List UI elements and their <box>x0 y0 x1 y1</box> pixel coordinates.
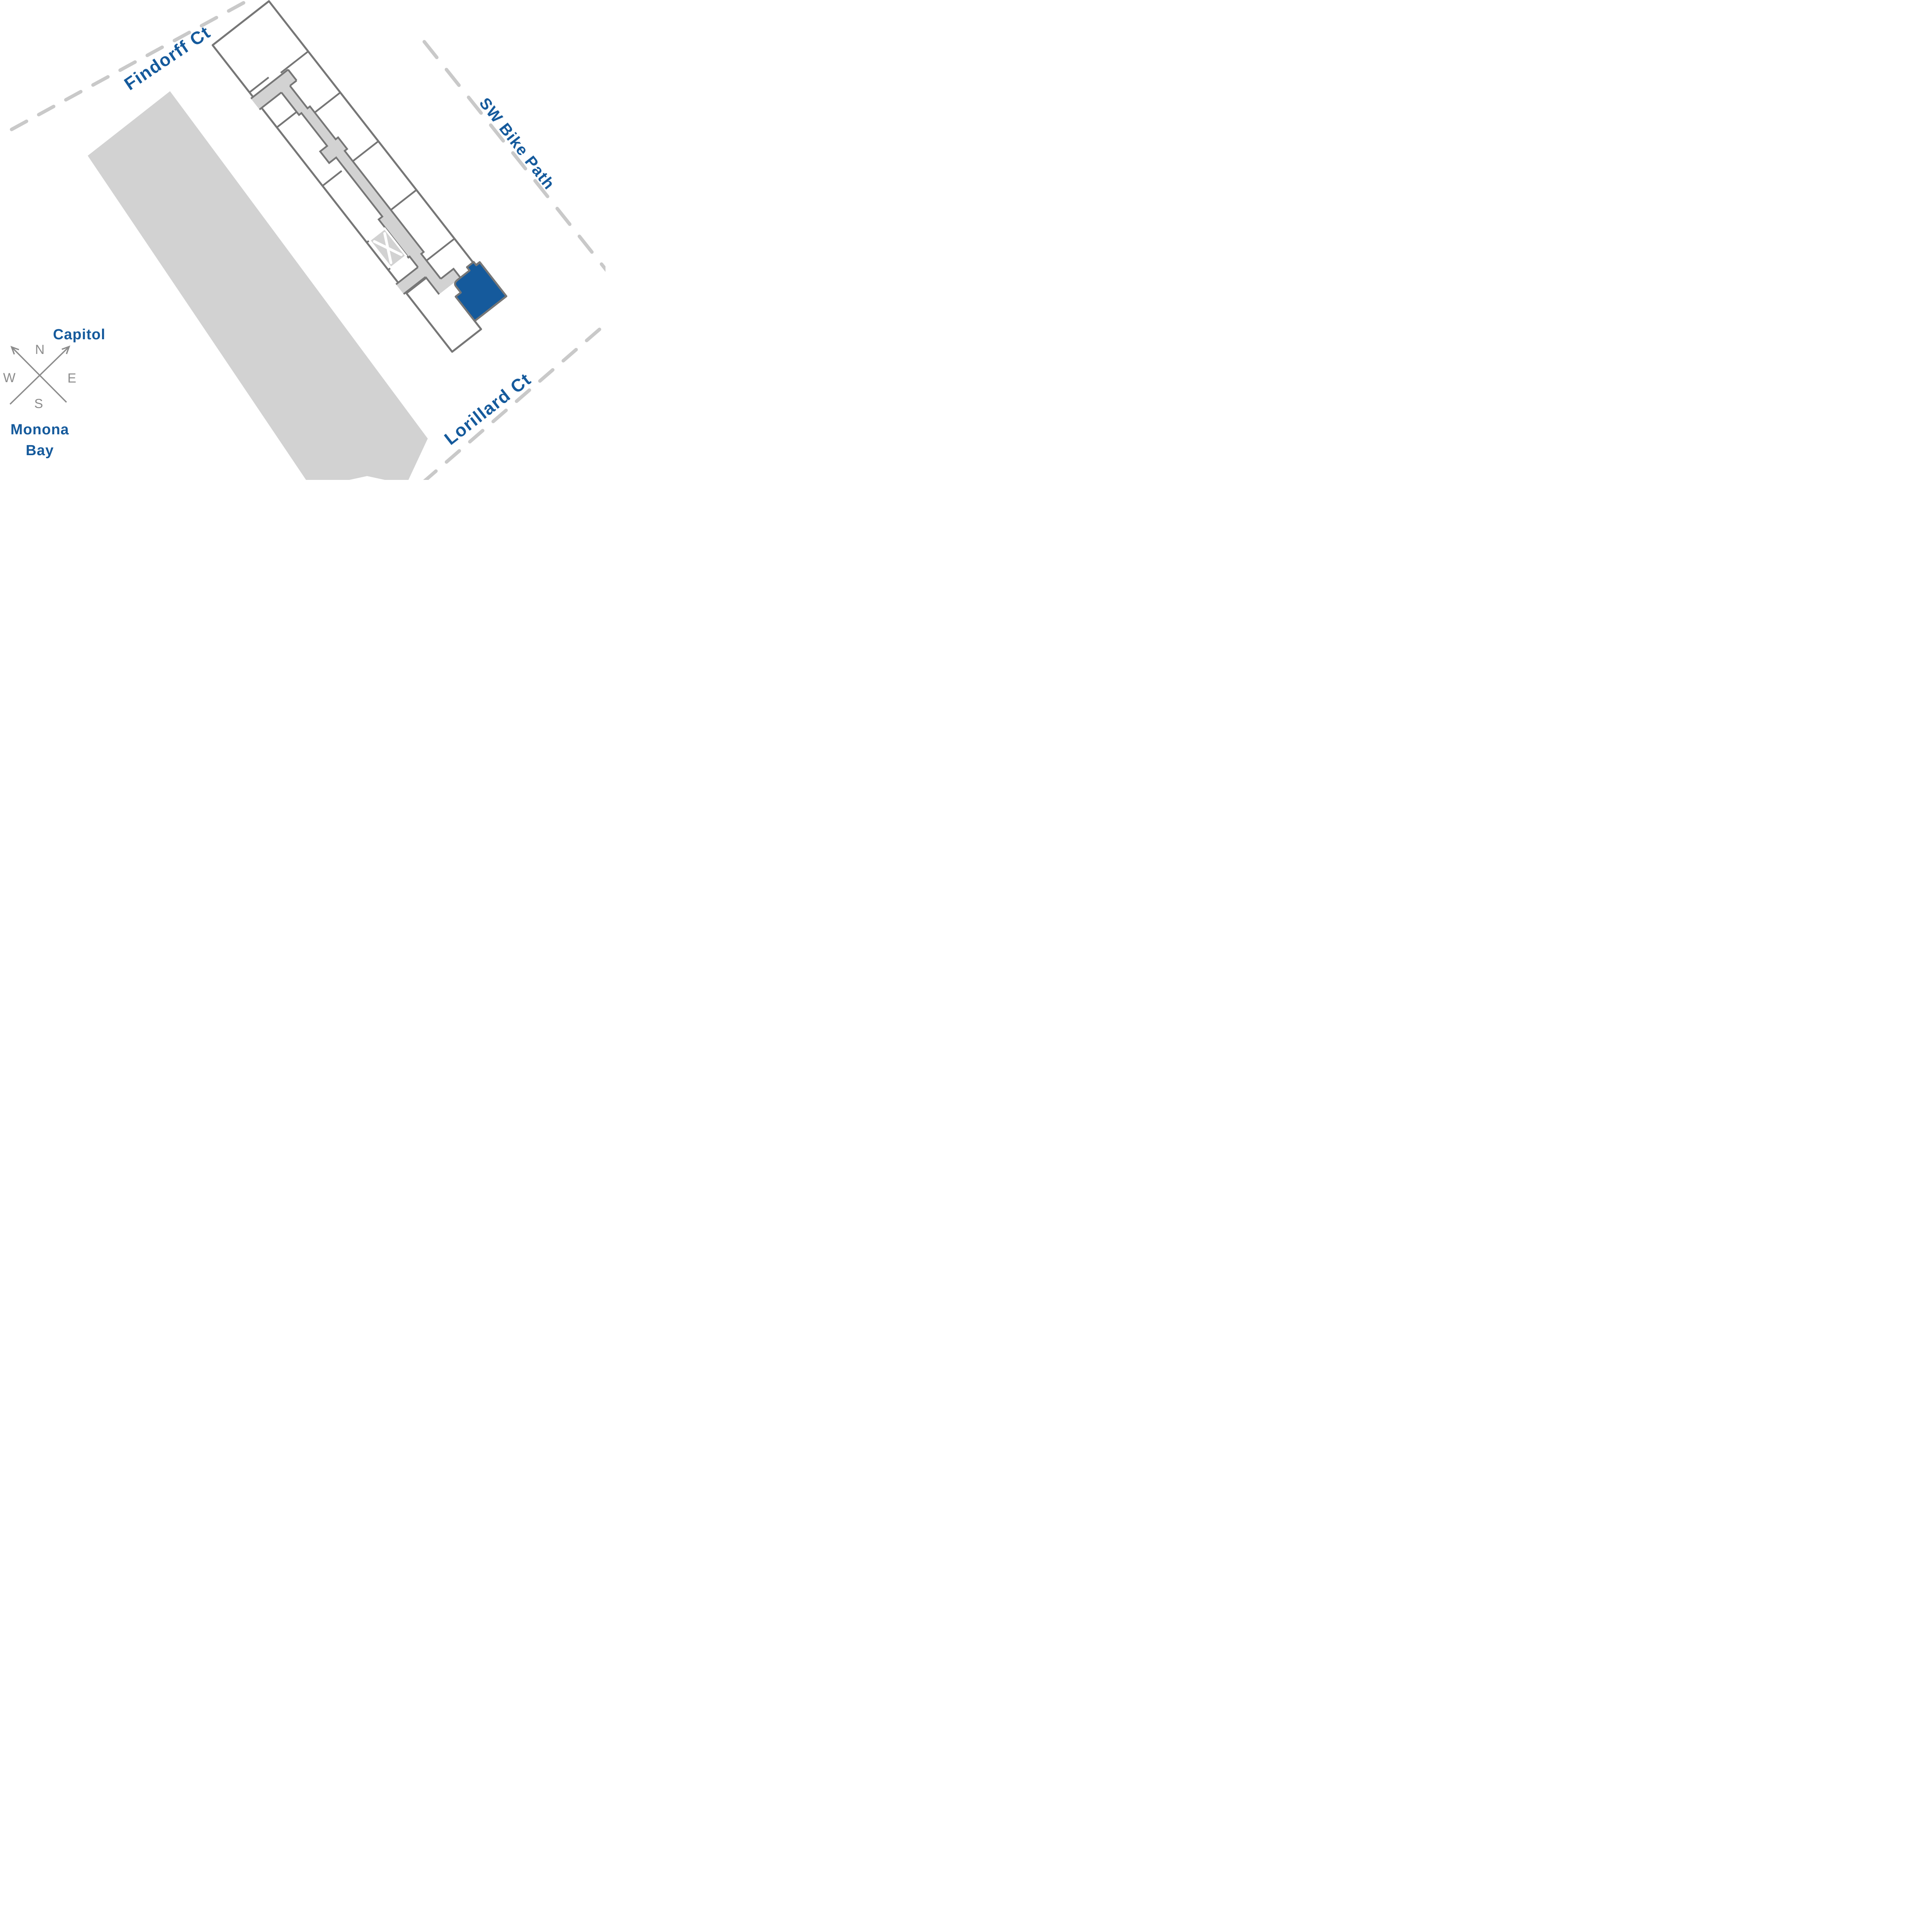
corridor <box>273 75 448 294</box>
corridor-end-landing <box>440 269 461 288</box>
sw-bike-path-line <box>422 40 605 272</box>
compass-rose: N W E S <box>3 342 76 411</box>
compass-west-label: W <box>3 371 15 385</box>
landmark-label-bay: Bay <box>26 442 54 459</box>
stairwell-x-icon <box>373 232 403 264</box>
highlighted-unit[interactable] <box>446 259 507 322</box>
compass-east-label: E <box>68 371 77 386</box>
compass-nw-arrow <box>11 346 67 403</box>
corridor-entry <box>251 81 282 110</box>
landmark-label-monona: Monona <box>10 422 69 438</box>
corridor-walls <box>250 69 461 295</box>
lorillard-ct-street-line <box>423 321 605 480</box>
site-map: N W E S Findorff Ct SW Bike Path Lorilla… <box>0 0 605 480</box>
compass-ne-arrowhead-icon <box>61 345 70 354</box>
map-canvas: N W E S <box>3 0 605 480</box>
stairwell-room <box>368 227 408 269</box>
landmark-label-capitol: Capitol <box>53 327 105 343</box>
compass-nw-arrowhead-icon <box>10 346 19 355</box>
findorff-ct-street-line <box>10 0 249 131</box>
compass-south-label: S <box>34 396 43 411</box>
compass-north-label: N <box>35 342 45 357</box>
adjacent-building-block <box>88 91 428 480</box>
building-floor-plan <box>211 0 507 353</box>
corridor-north-stub <box>281 70 297 87</box>
corridor-exit <box>396 267 426 294</box>
